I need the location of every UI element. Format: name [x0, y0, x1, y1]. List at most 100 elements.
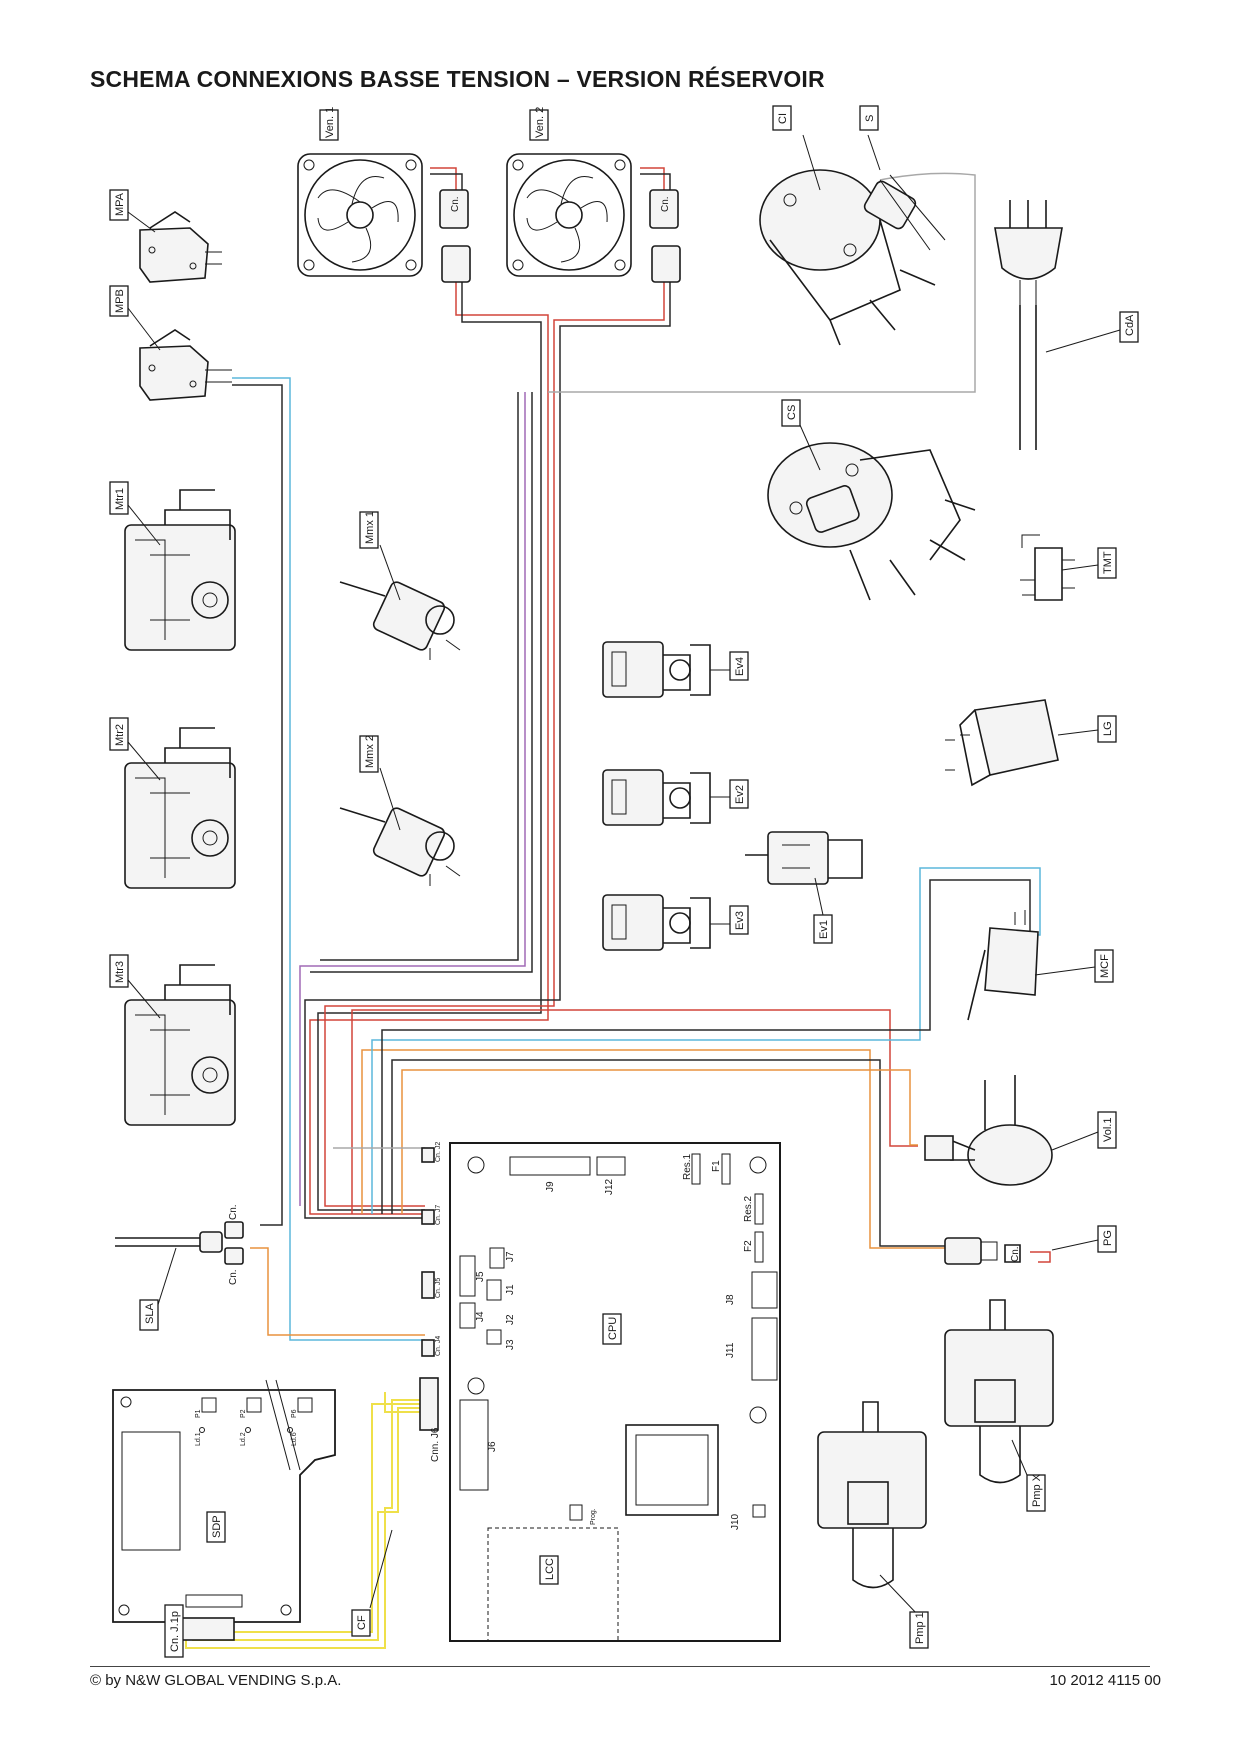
tag-ci: CI: [772, 105, 792, 131]
conn-j2: J2: [505, 1314, 516, 1325]
side-connector-cn-j2: Cn. J2: [435, 1142, 442, 1162]
pump-pmp1: [817, 1401, 927, 1589]
tag-mcf-text: MCF: [1099, 954, 1111, 978]
tag-ev1: Ev1: [813, 914, 833, 944]
tag-lcc: LCC: [539, 1555, 559, 1585]
tag-tmt: TMT: [1097, 547, 1117, 579]
sensor-sla: Cn. Cn.: [115, 1204, 244, 1285]
tag-mmx1-text: Mmx 1: [364, 511, 376, 544]
valve-ev3: [602, 894, 711, 951]
conn-prog: Prog.: [590, 1508, 597, 1525]
tag-ev4: Ev4: [729, 651, 749, 681]
boiler-cs: [767, 442, 976, 601]
fan-2: Cn.: [506, 153, 681, 283]
tag-mpa-text: MPA: [114, 192, 126, 216]
microswitch-mpa: [139, 211, 222, 283]
leader-lines: [127, 134, 1121, 1616]
valve-ev1: [745, 831, 863, 885]
conn-j8: J8: [725, 1294, 736, 1305]
conn-j7: J7: [505, 1251, 516, 1262]
conn-res2: Res.2: [743, 1195, 754, 1222]
tag-ven2: Ven. 2: [529, 107, 549, 141]
motor-mtr1: [124, 489, 236, 651]
motor-mtr3: [124, 964, 236, 1126]
conn-res1: Res.1: [682, 1153, 693, 1180]
side-connector-cn-j7: Cn. J7: [435, 1205, 442, 1225]
tag-mtr1: Mtr1: [109, 481, 129, 515]
conn-j6: J6: [487, 1441, 498, 1452]
tag-s: S: [859, 105, 879, 131]
tag-lg-text: LG: [1102, 721, 1114, 736]
tag-cf-text: CF: [356, 1615, 368, 1630]
mixer-motor-mmx1: [339, 581, 461, 660]
sla-connector-label-2: Cn.: [228, 1269, 239, 1285]
conn-j1: J1: [505, 1284, 516, 1295]
footer-doc-number: 10 2012 4115 00: [1049, 1672, 1162, 1689]
conn-j10: J10: [730, 1513, 741, 1530]
tag-mmx2: Mmx 2: [359, 735, 379, 773]
tag-cn-j1p-text: Cn. J.1p: [169, 1611, 181, 1652]
sdp-button-p6: P6: [291, 1409, 298, 1418]
tag-cpu: CPU: [602, 1313, 622, 1345]
cnn-j6-label: Cnn. J6: [430, 1427, 441, 1462]
tag-sla-text: SLA: [144, 1303, 156, 1324]
sdp-led-ld1: Ld.1: [195, 1432, 202, 1446]
sdp-button-p2: P2: [240, 1409, 247, 1418]
conn-j9: J9: [545, 1181, 556, 1192]
tag-cpu-text: CPU: [607, 1317, 619, 1340]
main-switch-lg: [945, 699, 1059, 787]
microswitch-mcf: [967, 910, 1039, 1021]
tag-sdp: SDP: [206, 1511, 226, 1543]
wire-harness: [185, 167, 1051, 1649]
tag-pmp1: Pmp 1: [909, 1611, 929, 1649]
flowmeter-vol1: [924, 1075, 1053, 1186]
page-title: SCHEMA CONNEXIONS BASSE TENSION – VERSIO…: [90, 66, 825, 92]
tag-pg-text: PG: [1102, 1230, 1114, 1246]
tag-mtr3: Mtr3: [109, 954, 129, 988]
tag-mmx1: Mmx 1: [359, 511, 379, 549]
sdp-led-ld2: Ld.2: [240, 1432, 247, 1446]
tag-mpa: MPA: [109, 189, 129, 221]
footer-copyright: © by N&W GLOBAL VENDING S.p.A.: [90, 1672, 342, 1689]
tag-vol1: Vol.1: [1097, 1111, 1117, 1149]
tag-cs-text: CS: [786, 405, 798, 420]
pump-pmpx: [944, 1299, 1054, 1484]
board-connector-labels: J9 J12 Res.1 F1 Res.2 F2 J8 J11 J7 J5 J1…: [475, 1153, 754, 1530]
tag-mtr1-text: Mtr1: [114, 488, 126, 510]
side-connector-cn-j4: Cn. J4: [435, 1336, 442, 1356]
tag-ev2-text: Ev2: [734, 785, 746, 804]
valve-ev4: [602, 641, 711, 698]
cpu-board: [449, 1142, 781, 1642]
tag-mtr3-text: Mtr3: [114, 961, 126, 983]
tag-pg: PG: [1097, 1225, 1117, 1253]
power-plug-cda: [994, 200, 1063, 450]
sdp-led-ld6: Ld.6: [291, 1432, 298, 1446]
tag-ev3: Ev3: [729, 905, 749, 935]
tag-lcc-text: LCC: [544, 1558, 556, 1580]
tag-tmt-text: TMT: [1102, 551, 1114, 574]
boiler-ci: [759, 169, 946, 346]
side-connector-cn-j5: Cn. J5: [435, 1278, 442, 1298]
conn-j3: J3: [505, 1339, 516, 1350]
tag-cf: CF: [351, 1609, 371, 1637]
tag-cs: CS: [781, 399, 801, 427]
tag-s-text: S: [864, 115, 876, 122]
pg-connector-label: Cn.: [1010, 1246, 1021, 1262]
conn-j11: J11: [725, 1342, 736, 1358]
sdp-button-p1: P1: [195, 1409, 202, 1418]
tag-ev4-text: Ev4: [734, 657, 746, 676]
conn-j5: J5: [475, 1271, 486, 1282]
tag-cn-j1p: Cn. J.1p: [164, 1604, 184, 1658]
tag-ven2-text: Ven. 2: [534, 107, 546, 138]
tag-ev3-text: Ev3: [734, 911, 746, 930]
tag-sla: SLA: [139, 1299, 159, 1331]
fan-2-connector-label: Cn.: [660, 196, 671, 212]
conn-j12: J12: [604, 1178, 615, 1195]
valve-ev2: [602, 769, 711, 826]
tag-mtr2-text: Mtr2: [114, 724, 126, 746]
sdp-board: P1 P2 P6 Ld.1 Ld.2 Ld.6: [112, 1379, 336, 1623]
fan-1: Cn.: [297, 153, 471, 283]
tag-pmpx: Pmp X: [1026, 1473, 1046, 1512]
tag-mmx2-text: Mmx 2: [364, 735, 376, 768]
